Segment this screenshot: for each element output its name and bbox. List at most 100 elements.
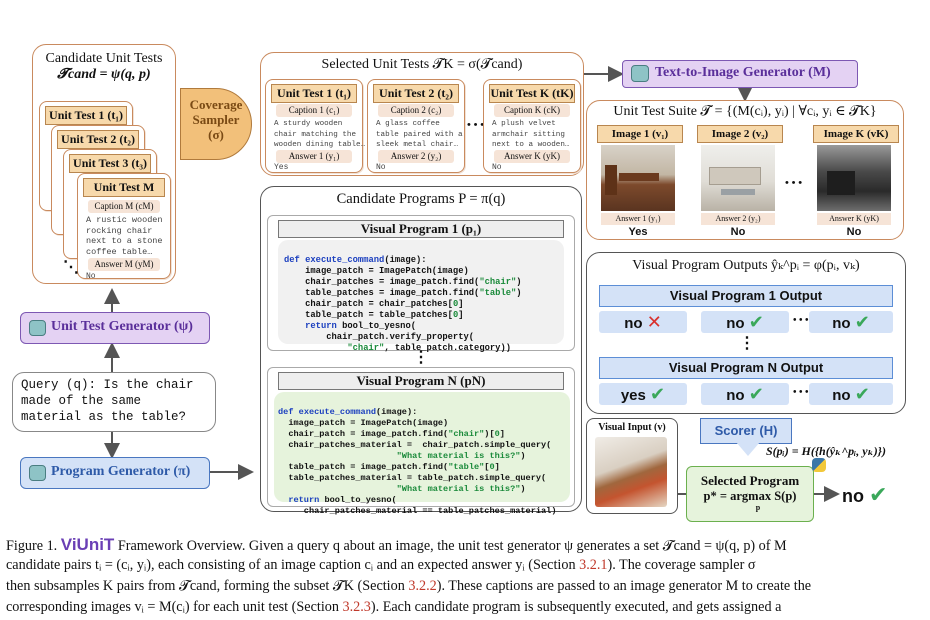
outputs-p1-cell-2-text: no xyxy=(726,315,745,332)
visual-program-n-code-bg xyxy=(274,392,570,502)
suite-image-k-answer-label: Answer K (yK) xyxy=(817,213,891,225)
outputs-vdots: ⋮ xyxy=(739,335,755,352)
outputs-p1-dots: • • • xyxy=(793,315,809,326)
selected-card-1-caption-label: Caption 1 (c₁) xyxy=(276,104,352,117)
robot-icon xyxy=(29,465,46,481)
scorer-formula: S(pᵢ) = H({h(ŷₖ^pᵢ, yₖ)}) xyxy=(766,444,886,458)
figure-caption-text-2a: candidate pairs tᵢ = (cᵢ, yᵢ), each cons… xyxy=(6,557,580,573)
candidate-programs-title: Candidate Programs P = π(q) xyxy=(336,191,506,207)
section-ref-1[interactable]: 3.2.1 xyxy=(579,557,608,573)
candidate-ellipsis: ⋱ xyxy=(63,259,79,276)
candidate-card-3-head: Unit Test 3 (t₃) xyxy=(69,154,151,173)
unit-test-suite-panel: Unit Test Suite 𝓣 = {(M(cᵢ), yᵢ) | ∀cᵢ, … xyxy=(586,100,904,240)
selected-card-k-caption-text: A plush velvet armchair sitting next to … xyxy=(492,120,570,149)
suite-image-1-head: Image 1 (v₁) xyxy=(597,125,683,143)
unit-test-generator: Unit Test Generator (ψ) xyxy=(20,312,210,344)
coffee-table-shape xyxy=(721,189,755,195)
selected-card-1-caption-text: A sturdy wooden chair matching the woode… xyxy=(274,120,366,149)
query-bubble: Query (q): Is the chair made of the same… xyxy=(12,372,216,432)
outputs-title: Visual Program Outputs ŷₖ^pᵢ = φ(pᵢ, vₖ) xyxy=(632,258,860,273)
candidate-programs-panel: Candidate Programs P = π(q) Visual Progr… xyxy=(260,186,582,516)
figure-caption-text-4b: ). Each candidate program is subsequentl… xyxy=(370,599,782,615)
check-icon: ✔ xyxy=(854,384,870,404)
coverage-sampler-label: Coverage Sampler xyxy=(189,97,243,127)
figure-caption-text-2b: ). The coverage sampler σ xyxy=(607,557,756,573)
suite-image-2-head: Image 2 (v₂) xyxy=(697,125,783,143)
check-icon: ✔ xyxy=(650,384,666,404)
candidate-card-m-caption-label: Caption M (cM) xyxy=(88,200,160,213)
outputs-pn-cell-3-text: no xyxy=(832,387,851,404)
figure-caption-text-1: Framework Overview. Given a query q abou… xyxy=(114,538,787,554)
check-icon: ✔ xyxy=(854,312,870,332)
selected-card-2-answer: No xyxy=(376,163,386,172)
selected-card-1-answer: Yes xyxy=(274,163,289,172)
selected-program-formula: p* = argmax S(p) xyxy=(703,489,797,503)
visual-input-image xyxy=(595,437,667,507)
selected-program-title: Selected Program xyxy=(700,473,800,488)
figure-caption-text-4a: corresponding images vᵢ = M(cᵢ) for each… xyxy=(6,599,343,615)
candidate-card-m-caption-text: A rustic wooden rocking chair next to a … xyxy=(86,215,163,257)
check-icon: ✔ xyxy=(748,312,764,332)
outputs-pn-cell-1-text: yes xyxy=(620,387,646,404)
visual-program-1-title: Visual Program 1 (p₁) xyxy=(278,220,564,238)
selected-card-k-answer-label: Answer K (yK) xyxy=(494,150,570,163)
candidate-card-m-answer-label: Answer M (yM) xyxy=(88,258,160,271)
outputs-pn-bar: Visual Program N Output xyxy=(599,357,893,379)
figure-caption-line-3: then subsamples K pairs from 𝓣cand, form… xyxy=(6,576,926,597)
selected-card-2-head: Unit Test 2 (t₂) xyxy=(373,84,459,103)
suite-image-1 xyxy=(601,145,675,211)
suite-dots: • • • xyxy=(785,177,803,189)
suite-image-2-answer: No xyxy=(730,226,746,238)
section-ref-3[interactable]: 3.2.3 xyxy=(342,599,371,615)
figure-caption-line-1: Figure 1. ViUniT Framework Overview. Giv… xyxy=(6,534,926,557)
suite-image-k-head: Image K (vK) xyxy=(813,125,899,143)
query-text: Query (q): Is the chair made of the same… xyxy=(21,378,194,424)
suite-image-k xyxy=(817,145,891,211)
outputs-p1-cell-3: no ✔ xyxy=(809,311,893,333)
suite-image-1-answer-label: Answer 1 (y₁) xyxy=(601,213,675,225)
visual-program-n: Visual Program N (pN) def execute_comman… xyxy=(267,367,575,516)
visual-program-1: Visual Program 1 (p₁) def execute_comman… xyxy=(267,215,575,353)
scorer-label: Scorer (H) xyxy=(714,423,778,438)
candidate-unit-tests-formula: 𝓣cand = ψ(q, p) xyxy=(57,67,151,82)
selected-unit-tests-title: Selected Unit Tests 𝓣K = σ(𝓣cand) xyxy=(321,57,523,72)
selected-card-2: Unit Test 2 (t₂) Caption 2 (c₂) A glass … xyxy=(367,79,465,173)
selected-card-2-answer-label: Answer 2 (y₂) xyxy=(378,150,454,163)
suite-image-k-answer: No xyxy=(846,226,862,238)
candidate-card-2-head: Unit Test 2 (t₂) xyxy=(57,130,139,149)
visual-input-label: Visual Input (v) xyxy=(598,422,666,433)
sofa-shape xyxy=(709,167,761,185)
figure-caption-label: Figure 1. xyxy=(6,538,61,554)
figure-caption-text-3a: then subsamples K pairs from 𝓣cand, form… xyxy=(6,578,409,594)
section-ref-2[interactable]: 3.2.2 xyxy=(408,578,437,594)
program-generator-label: Program Generator (π) xyxy=(51,464,191,479)
outputs-pn-cell-1: yes ✔ xyxy=(599,383,687,405)
selected-card-1: Unit Test 1 (t₁) Caption 1 (c₁) A sturdy… xyxy=(265,79,366,173)
outputs-p1-cell-1-text: no xyxy=(624,315,643,332)
suite-image-2-answer-label: Answer 2 (y₂) xyxy=(701,213,775,225)
outputs-pn-cell-3: no ✔ xyxy=(809,383,893,405)
selected-program-box: Selected Program p* = argmax S(p) p xyxy=(686,466,814,522)
coverage-sampler-symbol: (σ) xyxy=(208,127,224,142)
candidate-programs-ellipsis: ⋮ xyxy=(413,349,429,366)
selected-card-k-answer: No xyxy=(492,163,502,172)
visual-program-1-code-bg xyxy=(278,240,564,344)
table-shape xyxy=(619,173,659,181)
outputs-panel: Visual Program Outputs ŷₖ^pᵢ = φ(pᵢ, vₖ)… xyxy=(586,252,906,414)
t2i-generator-label: Text-to-Image Generator (M) xyxy=(655,65,831,80)
selected-unit-tests-panel: Selected Unit Tests 𝓣K = σ(𝓣cand) Unit T… xyxy=(260,52,584,176)
candidate-card-m: Unit Test M (tM) Caption M (cM) A rustic… xyxy=(77,173,171,281)
candidate-unit-tests-title: Candidate Unit Tests xyxy=(45,51,163,66)
program-generator: Program Generator (π) xyxy=(20,457,210,489)
selected-card-2-caption-text: A glass coffee table paired with a sleek… xyxy=(376,120,463,149)
x-icon: ✕ xyxy=(646,312,662,332)
outputs-pn-dots: • • • xyxy=(793,387,809,398)
unit-test-suite-title: Unit Test Suite 𝓣 = {(M(cᵢ), yᵢ) | ∀cᵢ, … xyxy=(613,104,877,119)
check-icon: ✔ xyxy=(748,384,764,404)
candidate-card-m-head: Unit Test M (tM) xyxy=(83,178,165,211)
armchair-shape xyxy=(827,171,855,195)
selected-program-sub: p xyxy=(755,503,761,512)
outputs-pn-cell-2-text: no xyxy=(726,387,745,404)
selected-card-k: Unit Test K (tK) Caption K (cK) A plush … xyxy=(483,79,581,173)
